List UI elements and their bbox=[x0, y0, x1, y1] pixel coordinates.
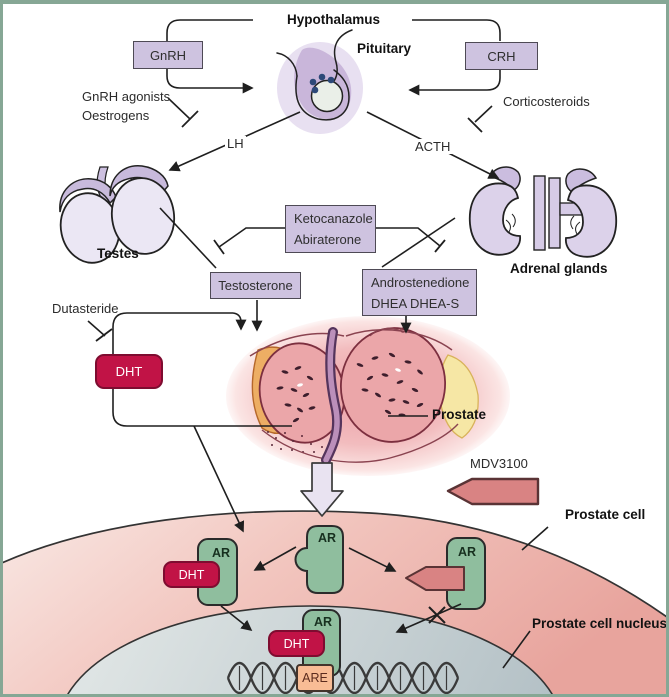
dht-box: DHT bbox=[95, 354, 163, 389]
gnrh-box: GnRH bbox=[133, 41, 203, 69]
mdv3100-arrow bbox=[405, 477, 540, 591]
dht-bound-nucleus: DHT bbox=[268, 630, 325, 657]
androstenedione-box: Androstenedione DHEA DHEA-S bbox=[362, 269, 477, 316]
pituitary-illustration bbox=[276, 29, 363, 134]
oestrogens-label: Oestrogens bbox=[82, 108, 150, 123]
testes-label: Testes bbox=[97, 246, 139, 261]
adrenal-glands-label: Adrenal glands bbox=[510, 261, 608, 276]
mdv3100-bound bbox=[405, 566, 465, 591]
ar-label-membrane-empty: AR bbox=[318, 531, 337, 545]
ar-label-nucleus: AR bbox=[314, 615, 333, 629]
testosterone-box: Testosterone bbox=[210, 272, 301, 299]
dht-bound-membrane: DHT bbox=[163, 561, 220, 588]
dutasteride-label: Dutasteride bbox=[52, 301, 119, 316]
adrenal-glands-illustration bbox=[468, 166, 618, 258]
prostate-cell-nucleus-label: Prostate cell nucleus bbox=[532, 616, 668, 631]
translocation-arrow bbox=[300, 462, 344, 517]
prostate-label: Prostate bbox=[432, 407, 487, 422]
testes-illustration bbox=[59, 165, 176, 264]
ar-label-membrane-dht: AR bbox=[212, 546, 231, 560]
lh-label: LH bbox=[225, 136, 246, 151]
gnrh-agonists-label: GnRH agonists bbox=[82, 89, 171, 104]
mdv3100-label: MDV3100 bbox=[470, 456, 528, 471]
hypothalamus-label: Hypothalamus bbox=[287, 12, 381, 27]
ar-receptor-empty bbox=[294, 525, 344, 594]
corticosteroids-label: Corticosteroids bbox=[503, 94, 590, 109]
are-box: ARE bbox=[296, 664, 334, 692]
pituitary-label: Pituitary bbox=[357, 41, 412, 56]
ar-label-membrane-mdv: AR bbox=[458, 545, 477, 559]
ketocanazole-abiraterone-box: Ketocanazole Abiraterone bbox=[285, 205, 376, 253]
prostate-illustration bbox=[226, 316, 510, 476]
crh-box: CRH bbox=[465, 42, 538, 70]
prostate-cell-label: Prostate cell bbox=[565, 507, 646, 522]
acth-label: ACTH bbox=[413, 139, 453, 154]
